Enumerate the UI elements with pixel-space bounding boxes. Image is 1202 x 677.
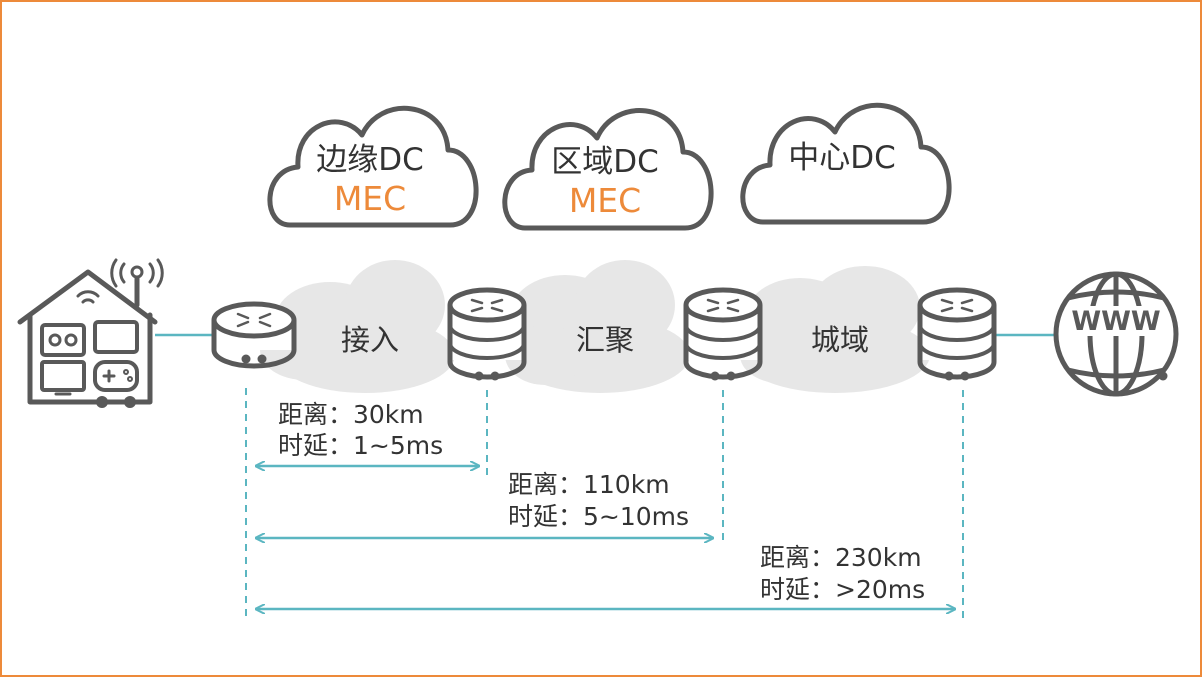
segment-label-metro: 城域 bbox=[811, 323, 869, 357]
switch-icon bbox=[683, 287, 763, 381]
switch-icon bbox=[917, 287, 997, 381]
cloud-subtitle: MEC bbox=[334, 179, 406, 218]
latency-label: 时延：5~10ms bbox=[508, 502, 689, 531]
cloud-title: 边缘DC bbox=[316, 142, 424, 178]
distance-label: 距离：230km bbox=[760, 543, 922, 572]
cloud-title: 区域DC bbox=[551, 144, 659, 180]
dc-cloud-edge: 边缘DC MEC bbox=[267, 105, 479, 228]
cloud-title: 中心DC bbox=[788, 140, 896, 176]
segment-label-access: 接入 bbox=[341, 323, 399, 357]
home-ports bbox=[96, 396, 136, 408]
distance-guides bbox=[245, 388, 964, 618]
access-cloud bbox=[260, 260, 455, 393]
globe-label: WWW bbox=[1071, 306, 1160, 337]
smart-home-icon bbox=[17, 258, 164, 405]
span-arrows bbox=[256, 466, 955, 609]
dc-cloud-regional: 区域DC MEC bbox=[502, 108, 714, 231]
distance-label: 距离：30km bbox=[278, 400, 424, 429]
segment-label-aggregation: 汇聚 bbox=[576, 323, 634, 357]
latency-label: 时延：1~5ms bbox=[278, 431, 443, 460]
switch-icon bbox=[447, 287, 527, 381]
cloud-subtitle: MEC bbox=[569, 181, 641, 220]
dc-cloud-central: 中心DC bbox=[740, 102, 952, 225]
distance-label: 距离：110km bbox=[508, 470, 670, 499]
router-icon bbox=[211, 301, 297, 369]
latency-label: 时延：>20ms bbox=[760, 575, 925, 604]
globe-icon bbox=[1053, 271, 1179, 397]
